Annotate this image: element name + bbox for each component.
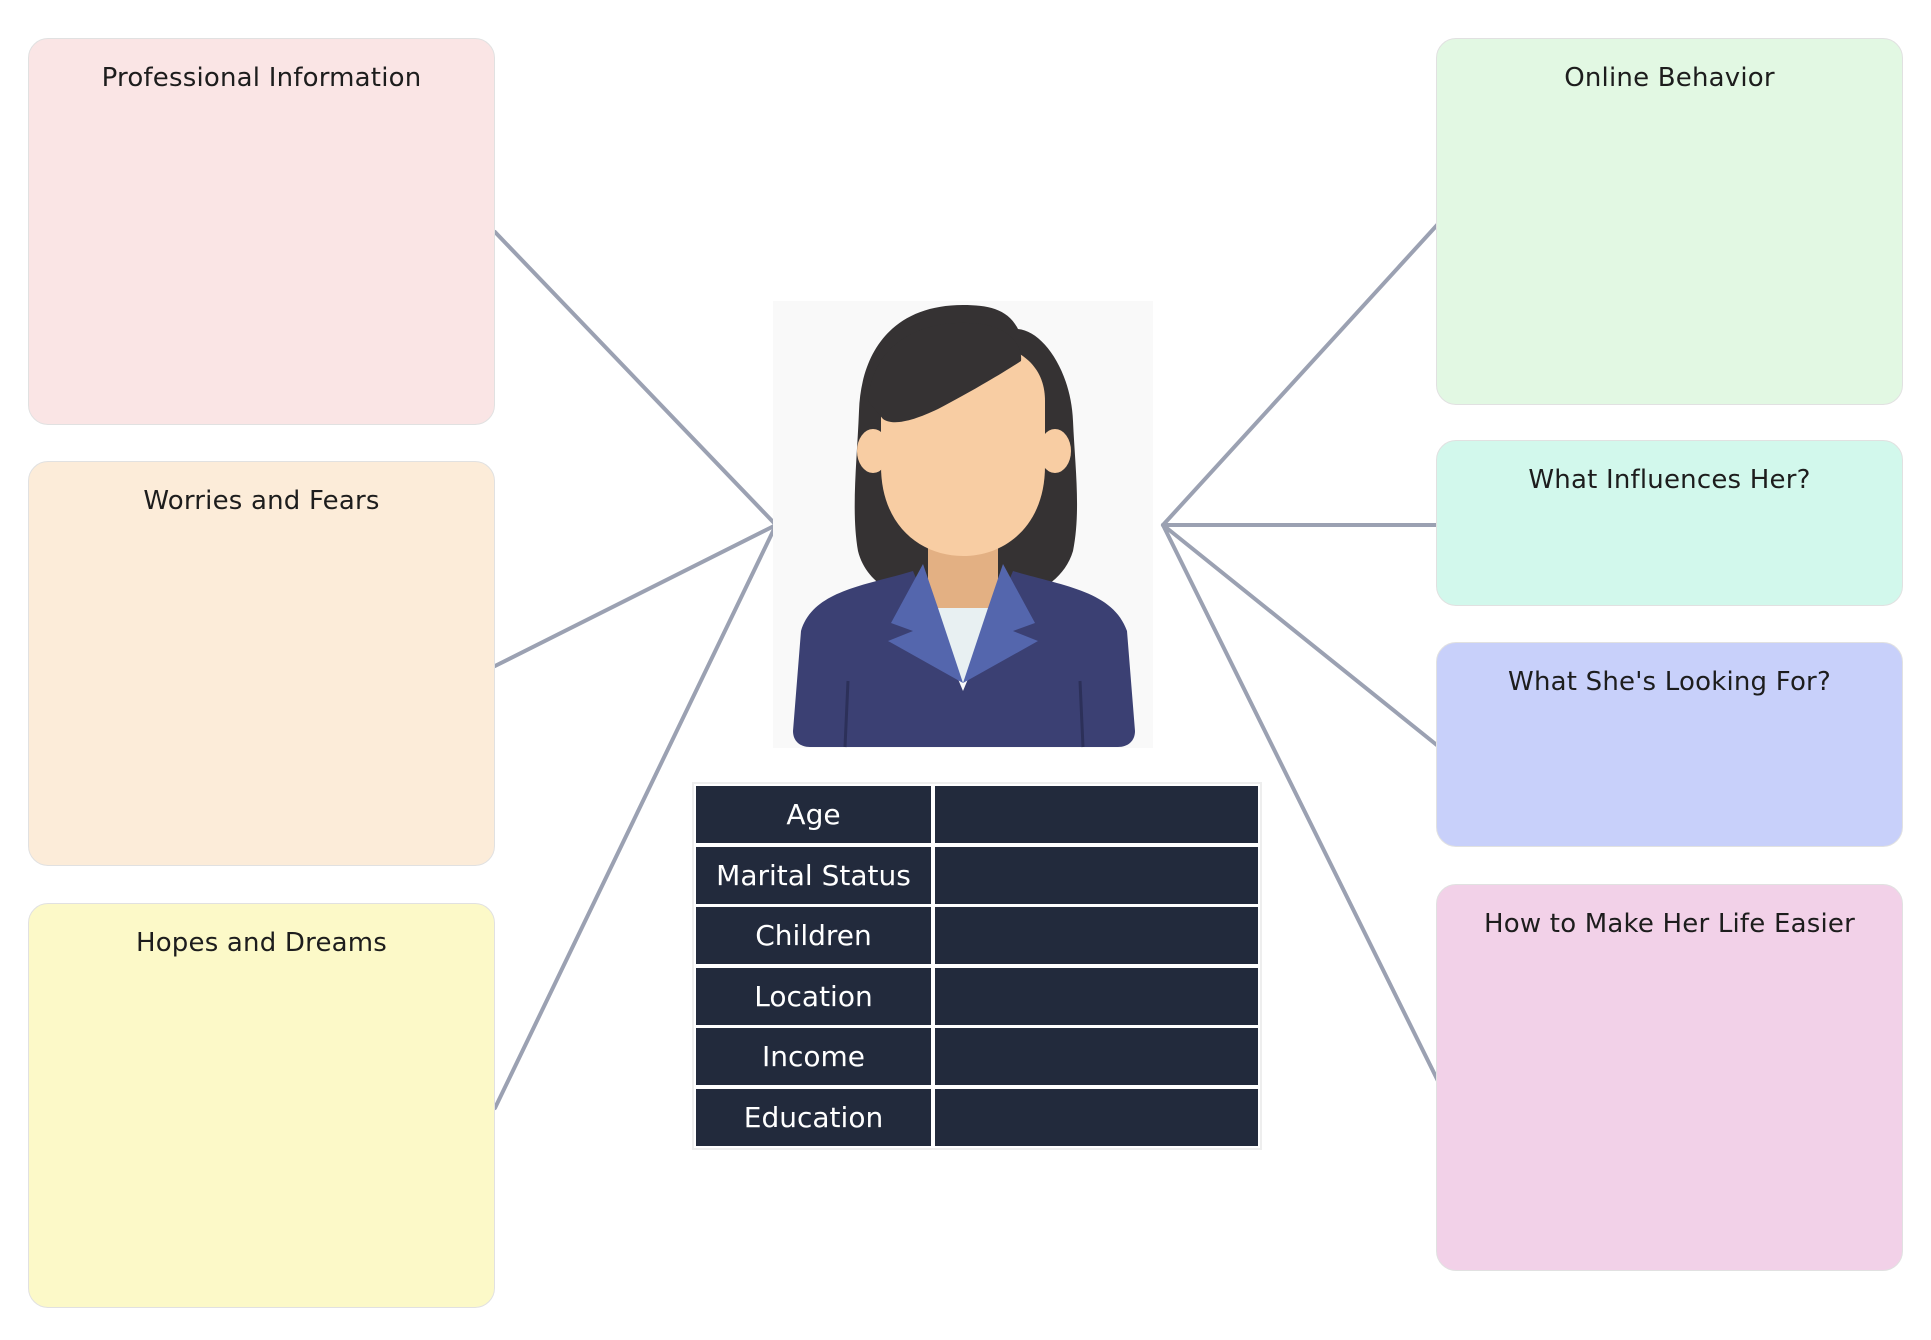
row-label: Children — [696, 907, 931, 965]
card-worries-and-fears[interactable]: Worries and Fears — [28, 461, 495, 866]
row-label: Income — [696, 1028, 931, 1086]
connector-worries-and-fears — [493, 523, 778, 668]
persona-avatar — [773, 301, 1153, 748]
connector-professional-information — [493, 230, 778, 527]
connector-online-behavior — [1161, 222, 1440, 527]
row-label: Location — [696, 967, 931, 1025]
row-value[interactable] — [935, 786, 1258, 843]
table-row-marital-status: Marital Status — [696, 846, 1258, 904]
card-title: What She's Looking For? — [1508, 667, 1831, 697]
card-title: Online Behavior — [1564, 63, 1775, 93]
row-label: Marital Status — [696, 846, 931, 904]
card-title: What Influences Her? — [1528, 465, 1811, 495]
table-row-income: Income — [696, 1028, 1258, 1086]
card-professional-information[interactable]: Professional Information — [28, 38, 495, 425]
table-row-age: Age — [696, 786, 1258, 843]
row-value[interactable] — [935, 907, 1258, 965]
connector-hopes-and-dreams — [493, 523, 778, 1110]
table-row-education: Education — [696, 1088, 1258, 1146]
row-label: Age — [696, 786, 931, 843]
card-what-shes-looking-for[interactable]: What She's Looking For? — [1436, 642, 1903, 847]
table-row-location: Location — [696, 967, 1258, 1025]
connector-what-shes-looking-for — [1161, 523, 1440, 748]
row-value[interactable] — [935, 1028, 1258, 1086]
table-row-children: Children — [696, 907, 1258, 965]
card-hopes-and-dreams[interactable]: Hopes and Dreams — [28, 903, 495, 1308]
card-how-to-make-her-life-easier[interactable]: How to Make Her Life Easier — [1436, 884, 1903, 1271]
profile-table: Age Marital Status Children Location Inc… — [692, 782, 1262, 1150]
connector-how-to-make-her-life-easier — [1161, 523, 1440, 1083]
businesswoman-avatar-icon — [793, 305, 1135, 748]
row-label: Education — [696, 1088, 931, 1146]
card-title: Hopes and Dreams — [135, 928, 388, 958]
row-value[interactable] — [935, 846, 1258, 904]
card-title: How to Make Her Life Easier — [1484, 909, 1855, 939]
row-value[interactable] — [935, 1088, 1258, 1146]
card-online-behavior[interactable]: Online Behavior — [1436, 38, 1903, 405]
row-value[interactable] — [935, 967, 1258, 1025]
card-title: Worries and Fears — [143, 486, 380, 516]
card-title: Professional Information — [101, 63, 422, 93]
card-what-influences-her[interactable]: What Influences Her? — [1436, 440, 1903, 606]
